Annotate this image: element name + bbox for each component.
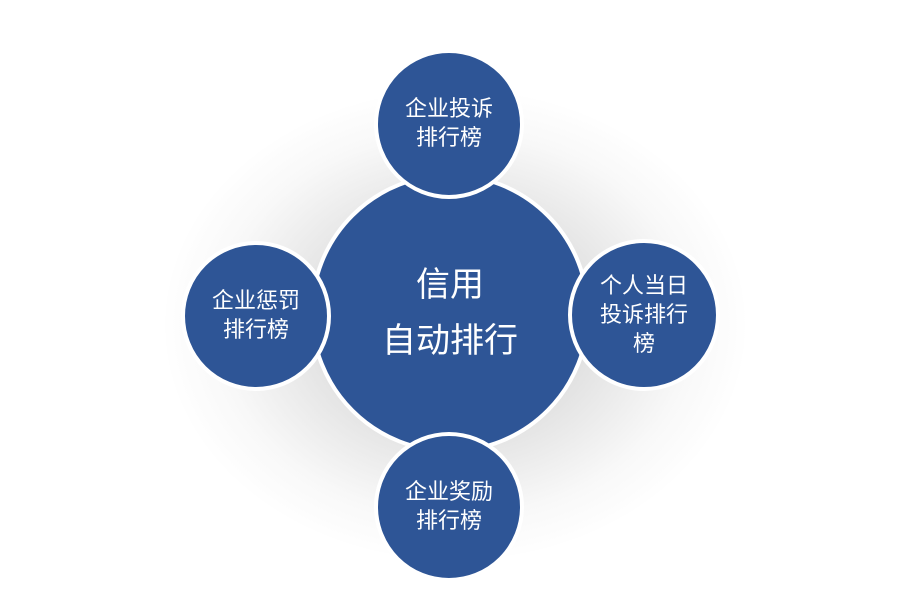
node-enterprise-complaint-ranking: 企业投诉 排行榜 [374, 49, 524, 199]
node-left-label-line-2: 排行榜 [222, 318, 289, 343]
center-label-line-1: 信用 [416, 265, 484, 305]
node-personal-daily-complaint-ranking: 个人当日 投诉排行 榜 [568, 239, 720, 391]
center-circle: 信用 自动排行 [310, 173, 590, 453]
node-left-label-line-1: 企业惩罚 [211, 289, 300, 314]
node-enterprise-reward-ranking: 企业奖励 排行榜 [374, 432, 524, 582]
node-right-label-line-2: 投诉排行 [599, 302, 688, 328]
node-top-label-line-1: 企业投诉 [404, 97, 493, 122]
node-enterprise-penalty-ranking: 企业惩罚 排行榜 [181, 241, 331, 391]
center-label-line-2: 自动排行 [382, 321, 518, 361]
node-top-label-line-2: 排行榜 [415, 126, 482, 151]
node-bottom-label-line-2: 排行榜 [415, 509, 482, 534]
node-right-label-line-1: 个人当日 [599, 273, 688, 299]
node-right-label-line-3: 榜 [632, 331, 655, 357]
node-bottom-label-line-1: 企业奖励 [404, 480, 493, 505]
